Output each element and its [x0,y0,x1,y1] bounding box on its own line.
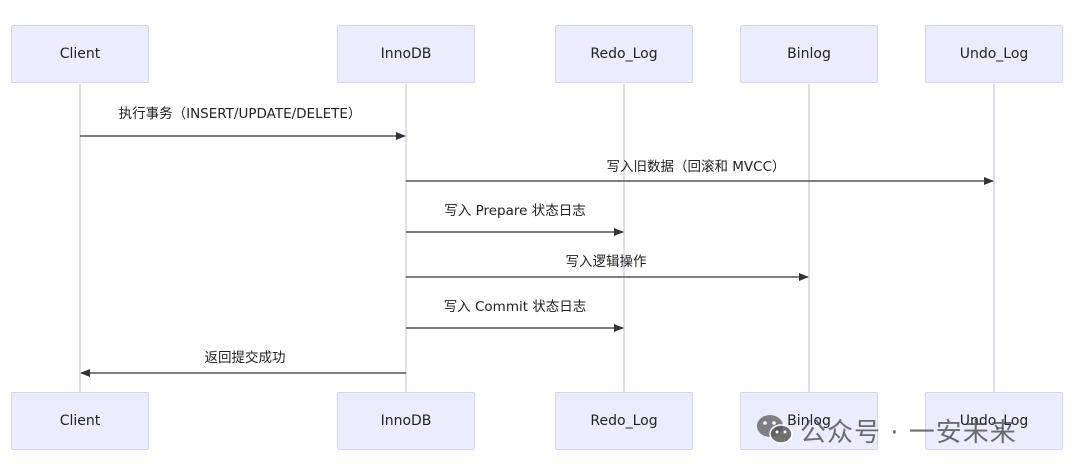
actor-label: Redo_Log [590,413,658,429]
actor-label: Undo_Log [959,46,1029,62]
actor-top-binlog: Binlog [740,25,878,83]
actor-label: Client [59,413,101,429]
actor-label: Binlog [787,413,831,429]
message-label-execute-transaction: 执行事务（INSERT/UPDATE/DELETE） [118,106,362,122]
message-label-write-commit: 写入 Commit 状态日志 [443,299,587,315]
actor-top-client: Client [11,25,149,83]
actor-label: InnoDB [380,413,432,429]
actor-label: Undo_Log [959,413,1029,429]
message-label-return-success: 返回提交成功 [204,350,286,366]
actor-bottom-client: Client [11,392,149,450]
message-label-write-logical-op: 写入逻辑操作 [565,254,647,270]
actor-bottom-undo-log: Undo_Log [925,392,1063,450]
actor-bottom-binlog: Binlog [740,392,878,450]
actor-top-undo-log: Undo_Log [925,25,1063,83]
actor-bottom-innodb: InnoDB [337,392,475,450]
actor-label: Client [59,46,101,62]
actor-label: Binlog [787,46,831,62]
actor-top-innodb: InnoDB [337,25,475,83]
message-label-write-prepare: 写入 Prepare 状态日志 [444,203,586,219]
message-label-write-old-data: 写入旧数据（回滚和 MVCC） [606,159,786,175]
actor-label: Redo_Log [590,46,658,62]
actor-bottom-redo-log: Redo_Log [555,392,693,450]
actor-label: InnoDB [380,46,432,62]
actor-top-redo-log: Redo_Log [555,25,693,83]
